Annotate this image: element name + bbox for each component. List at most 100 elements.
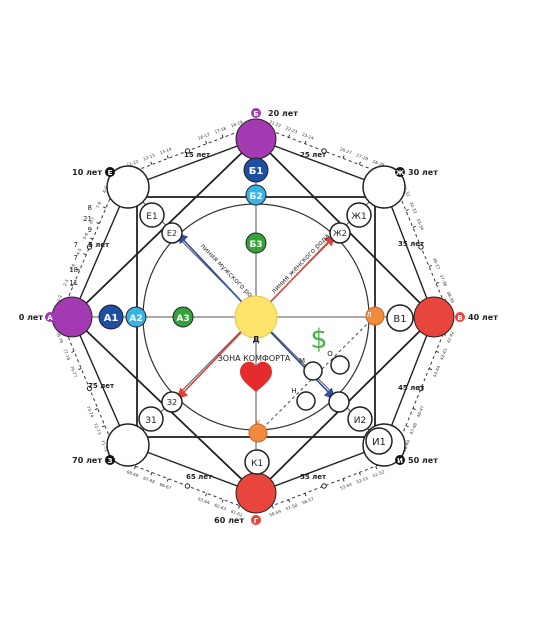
circle-zh [362, 165, 406, 209]
age-15: 15 лет [184, 151, 211, 159]
age-tick-label: 7-8 [95, 201, 102, 210]
circle-a3 [172, 306, 194, 328]
age-40: 40 лет [468, 313, 498, 322]
age-tick-label: 13-14 [159, 146, 172, 155]
age-55: 55 лет [300, 473, 327, 481]
circle-i2 [347, 406, 373, 432]
badge-b [251, 108, 261, 118]
age-tick [78, 368, 82, 371]
half-point-dot [321, 483, 327, 489]
age-tick [238, 505, 241, 509]
circle-e1 [139, 202, 165, 228]
age-tick-label: 48-49 [402, 439, 411, 452]
age-tick [304, 140, 307, 144]
circle-b [235, 118, 277, 160]
age-tick-label: 37-38 [439, 274, 448, 287]
age-tick [150, 161, 153, 165]
circle-a2 [125, 306, 147, 328]
label-e2: Е2 [167, 229, 177, 238]
age-tick-label: 52-53 [356, 475, 369, 484]
age-tick-label: 3-4 [69, 263, 76, 272]
age-tick [94, 408, 98, 411]
age-tick-labels: 1-22-33-44-55-66-77-88-911-1212-1313-141… [55, 119, 455, 518]
age-5: 5 лет [88, 241, 110, 249]
age-tick [304, 493, 307, 497]
half-point-dot [321, 148, 327, 154]
age-75: 75 лет [88, 382, 115, 390]
age-tick-label: 72-73 [93, 422, 102, 435]
label-z1: З1 [145, 416, 157, 426]
badge-z [105, 455, 115, 465]
age-tick [405, 208, 409, 212]
age-tick-label: 56-57 [301, 496, 314, 505]
age-tick-label: 23-24 [301, 132, 314, 141]
letter-o: О [327, 350, 333, 358]
circle-b2 [245, 184, 267, 206]
age-10: 10 лет [72, 168, 102, 177]
age-tick-label: 16-17 [197, 132, 210, 141]
letter-m: М [299, 357, 305, 365]
age-tick-label: 67-68 [142, 475, 155, 484]
age-tick [271, 505, 274, 509]
label-b2: Б2 [249, 192, 262, 202]
age-ticks [63, 128, 447, 509]
circle-b1 [243, 157, 269, 183]
age-tick [288, 499, 291, 503]
letter-l: Л [366, 311, 371, 319]
age-tick-label: 28-29 [372, 159, 385, 168]
age-tick-label: 73-74 [86, 405, 95, 418]
half-point-dot [418, 244, 424, 250]
label-b1: Б1 [249, 166, 264, 177]
age-tick-label: 12-13 [142, 152, 155, 161]
age-tick [375, 466, 378, 470]
label-v1: В1 [393, 314, 406, 325]
age-tick [76, 268, 80, 271]
half-point-dot [86, 385, 93, 392]
age-35: 35 лет [398, 240, 425, 248]
left-number-3: 9 [88, 226, 92, 234]
age-tick [150, 472, 153, 476]
age-tick [166, 155, 169, 159]
age-tick-label: 1-2 [56, 294, 63, 303]
age-tick [405, 425, 409, 428]
age-tick [358, 161, 361, 165]
age-tick-label: 62-63 [214, 503, 227, 512]
heart-icon [240, 361, 272, 393]
money-circle-2 [330, 355, 350, 375]
badge-zh [395, 167, 405, 177]
age-0: 0 лет [19, 313, 44, 322]
age-tick-label: 77-78 [62, 348, 71, 361]
age-tick-label: 41-42 [446, 330, 455, 343]
circle-k [248, 423, 268, 443]
left-number-6: 18 [69, 266, 78, 274]
age-tick-label: 5-6 [82, 232, 89, 241]
age-tick-label: 11-12 [126, 159, 139, 168]
circle-z2 [161, 391, 183, 413]
badge-g [251, 515, 261, 525]
half-point-dot [418, 385, 424, 392]
age-tick [221, 134, 224, 138]
badge-v [455, 312, 465, 322]
comfort-zone-label: ЗОНА КОМФОРТА [218, 354, 291, 363]
age-tick [288, 134, 291, 138]
badge-e [105, 167, 115, 177]
age-tick-label: 63-64 [197, 496, 210, 505]
circle-a1 [98, 304, 124, 330]
circle-a [51, 296, 93, 338]
left-number-5: 7 [74, 254, 78, 262]
age-tick-label: 38-39 [446, 291, 455, 304]
badge-a [45, 312, 55, 322]
female-line-label: линия женского рода [270, 232, 331, 295]
age-50: 50 лет [408, 456, 438, 465]
age-tick [101, 425, 106, 428]
badge-z-letter: З [108, 457, 113, 465]
age-tick-label: 22-23 [285, 125, 298, 134]
label-b3: Б3 [249, 240, 262, 250]
age-tick-label: 18-19 [230, 119, 243, 128]
circle-z [106, 423, 150, 467]
badge-e-letter: Е [108, 169, 113, 177]
age-tick [342, 155, 345, 159]
age-tick [83, 253, 87, 256]
money-circle-1 [303, 361, 323, 381]
